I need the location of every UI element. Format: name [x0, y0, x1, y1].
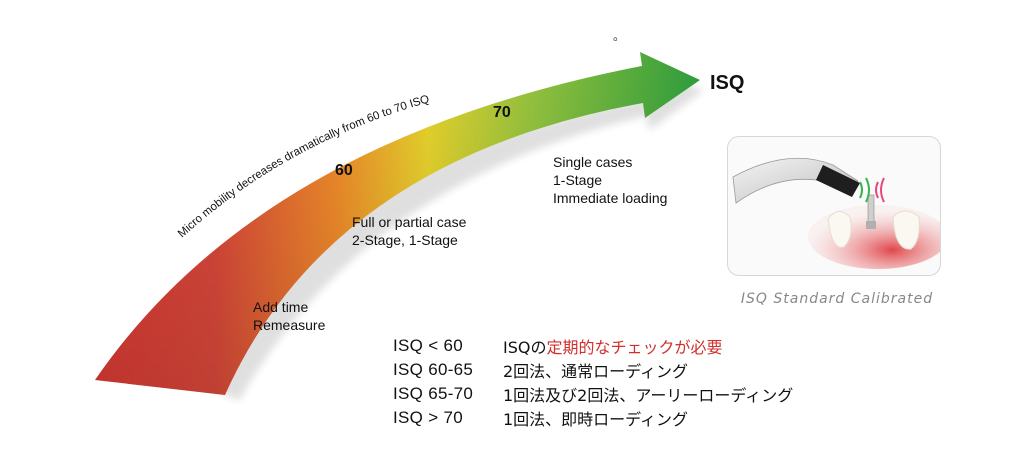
annotation-full-partial: Full or partial case 2-Stage, 1-Stage: [352, 213, 466, 249]
small-dot: 。: [613, 29, 625, 43]
row-desc: 1回法、即時ローディング: [503, 410, 689, 429]
marker-70: 70: [493, 104, 511, 121]
row-range: ISQ > 70: [393, 408, 463, 427]
annotation-add-time: Add time Remeasure: [253, 298, 325, 334]
annotation-single-cases-line2: 1-Stage: [553, 172, 603, 188]
device-caption: ISQ Standard Calibrated: [740, 291, 934, 307]
isq-table: ISQ < 60 ISQの定期的なチェックが必要 ISQ 60-65 2回法、通…: [393, 334, 873, 430]
isq-head-label: ISQ: [710, 72, 744, 94]
row-desc: ISQの定期的なチェックが必要: [503, 334, 723, 358]
table-row: ISQ 60-65 2回法、通常ローディング: [393, 358, 873, 382]
table-row: ISQ < 60 ISQの定期的なチェックが必要: [393, 334, 873, 358]
row-desc: 2回法、通常ローディング: [503, 362, 689, 381]
annotation-full-partial-line2: 2-Stage, 1-Stage: [352, 232, 458, 248]
table-row: ISQ 65-70 1回法及び2回法、アーリーローディング: [393, 382, 873, 406]
annotation-add-time-line2: Remeasure: [253, 317, 326, 333]
device-image-panel: [727, 136, 941, 276]
row-range: ISQ 60-65: [393, 360, 474, 379]
row-desc-highlight: 定期的なチェックが必要: [546, 338, 723, 357]
row-desc-plain: ISQの: [503, 338, 547, 357]
row-desc: 1回法及び2回法、アーリーローディング: [503, 386, 794, 405]
annotation-full-partial-line1: Full or partial case: [352, 214, 467, 230]
row-range: ISQ 65-70: [393, 384, 474, 403]
annotation-add-time-line1: Add time: [253, 299, 309, 315]
table-row: ISQ > 70 1回法、即時ローディング: [393, 406, 873, 430]
arrow-shadow: [136, 66, 704, 401]
annotation-single-cases-line3: Immediate loading: [553, 190, 668, 206]
annotation-single-cases-line1: Single cases: [553, 154, 633, 170]
arrow-shading: [95, 52, 700, 395]
row-range: ISQ < 60: [393, 336, 463, 355]
annotation-single-cases: Single cases 1-Stage Immediate loading: [553, 153, 667, 207]
isq-probe-illustration: [732, 157, 940, 269]
marker-60: 60: [335, 162, 353, 179]
